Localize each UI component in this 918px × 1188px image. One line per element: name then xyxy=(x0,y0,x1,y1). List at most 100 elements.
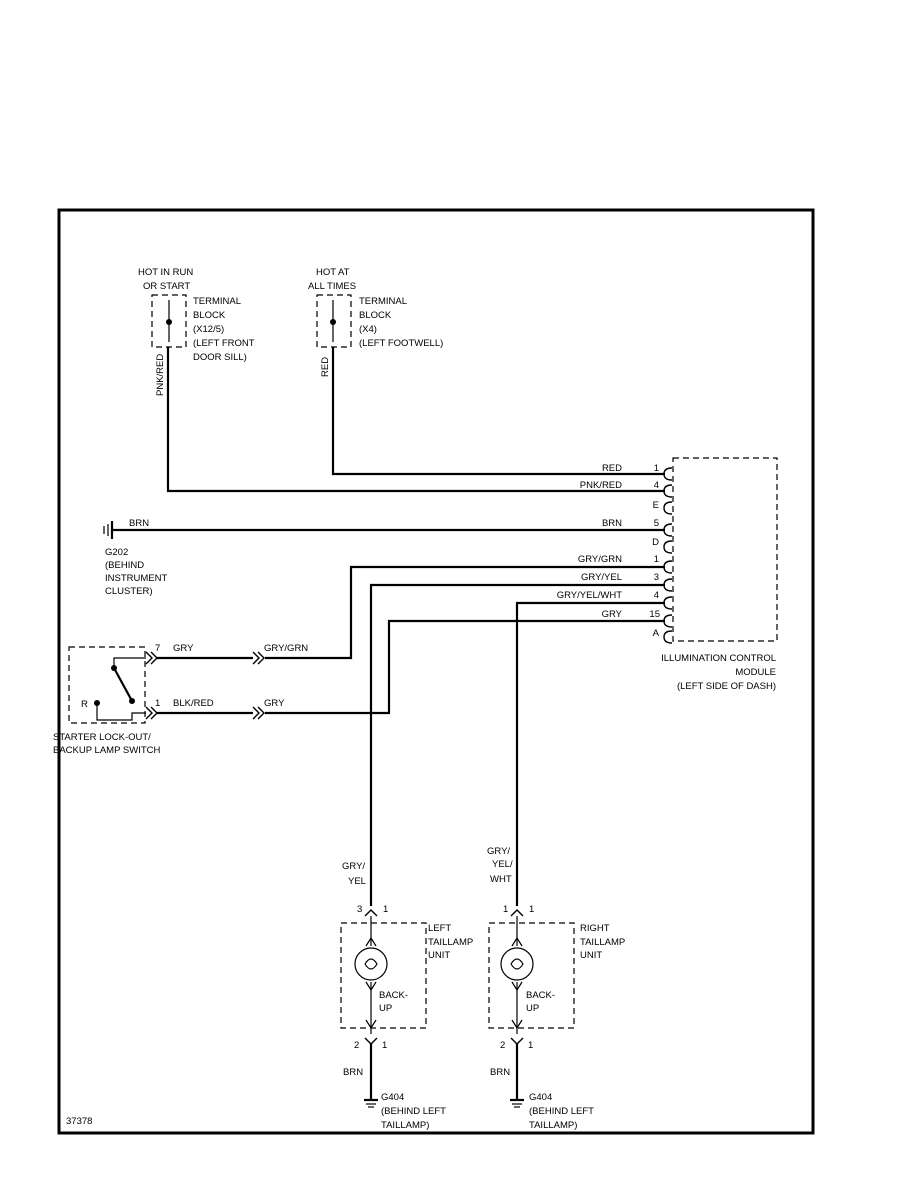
wire-gry-grn xyxy=(265,565,665,660)
left-lamp-wire-top-line1: GRY/ xyxy=(342,861,365,872)
module-pin-number-gry-yel-wht: 4 xyxy=(654,590,659,601)
module-pin-pnk-red xyxy=(663,484,673,498)
module-pin-gry-yel xyxy=(663,578,673,592)
right-lamp-arrow-exit xyxy=(511,1019,523,1030)
inline-connector-top-icon xyxy=(252,651,265,665)
module-wire-label-gry: GRY xyxy=(602,609,623,620)
module-pin-red xyxy=(663,467,673,481)
tb1-power-line2: OR START xyxy=(143,281,190,292)
right-taillamp-unit: GRY/ YEL/ WHT 1 1 RIGHT TAILLAMP UNIT BA… xyxy=(487,846,625,1131)
module-wire-label-brn: BRN xyxy=(602,518,622,529)
tb2-label-line2: BLOCK xyxy=(359,310,392,321)
left-taillamp-unit: GRY/ YEL 3 1 LEFT TAILLAMP UNIT BACK- UP… xyxy=(340,861,473,1131)
right-lamp-bulb-line1: BACK- xyxy=(526,990,555,1001)
switch-r-label: R xyxy=(81,699,88,710)
g202-label-line1: G202 xyxy=(105,547,128,558)
switch-pin-bottom: 1 xyxy=(155,698,160,709)
right-lamp-wire-bottom: BRN xyxy=(490,1067,510,1078)
module-pin-gry-yel-wht xyxy=(663,596,673,610)
module-label-line1: ILLUMINATION CONTROL xyxy=(661,653,776,664)
right-lamp-pin-top-a: 1 xyxy=(503,904,508,915)
switch-wire-top-b: GRY/GRN xyxy=(264,643,308,654)
right-lamp-ground-line1: G404 xyxy=(529,1092,552,1103)
switch-pin-top: 7 xyxy=(155,643,160,654)
tb2-label-line4: (LEFT FOOTWELL) xyxy=(359,338,443,349)
right-lamp-pin-bot-b: 1 xyxy=(528,1040,533,1051)
module-pin-e xyxy=(663,501,673,515)
left-lamp-pin-bot-a: 2 xyxy=(354,1040,359,1051)
ground-g202: BRN G202 (BEHIND INSTRUMENT CLUSTER) xyxy=(103,518,665,597)
module-wire-label-pnk-red: PNK/RED xyxy=(580,480,622,491)
right-lamp-pin-top-b: 1 xyxy=(529,904,534,915)
left-lamp-wire-bottom: BRN xyxy=(343,1067,363,1078)
tb1-label-line2: BLOCK xyxy=(193,310,226,321)
right-lamp-bulb-icon xyxy=(500,947,534,981)
tb1-wire-label: PNK/RED xyxy=(155,354,166,396)
tb1-label-line4: (LEFT FRONT xyxy=(193,338,255,349)
module-pin-gry-grn xyxy=(663,560,673,574)
tb1-label-line5: DOOR SILL) xyxy=(193,352,247,363)
module-wire-label-gry-yel: GRY/YEL xyxy=(581,572,622,583)
tb2-node xyxy=(330,319,336,325)
right-lamp-bottom-connector-icon xyxy=(510,1037,524,1045)
switch-blade xyxy=(113,667,133,702)
left-lamp-label-line2: TAILLAMP xyxy=(428,937,473,948)
left-lamp-bottom-connector-icon xyxy=(364,1037,378,1045)
module-pin-gry xyxy=(663,614,673,628)
right-lamp-bulb-line2: UP xyxy=(526,1003,539,1014)
left-lamp-box xyxy=(340,922,427,1029)
module-pin-number-red: 1 xyxy=(654,463,659,474)
switch-wire-bottom-b: GRY xyxy=(264,698,285,709)
right-lamp-pin-bot-a: 2 xyxy=(500,1040,505,1051)
tb2-label-line3: (X4) xyxy=(359,324,377,335)
left-lamp-ground-line2: (BEHIND LEFT xyxy=(381,1106,446,1117)
module-pin-brn xyxy=(663,523,673,537)
g202-label-line3: INSTRUMENT xyxy=(105,573,167,584)
tb2-power-line1: HOT AT xyxy=(316,267,350,278)
wire-pnk-red xyxy=(166,347,665,493)
tb2-label-line1: TERMINAL xyxy=(359,296,407,307)
illumination-control-module: ILLUMINATION CONTROL MODULE (LEFT SIDE O… xyxy=(557,457,778,692)
tb2-wire-label: RED xyxy=(320,357,331,377)
module-pin-letter-d: D xyxy=(652,537,659,548)
left-lamp-pin-bot-b: 1 xyxy=(382,1040,387,1051)
inline-connector-bottom-icon xyxy=(252,706,265,720)
left-lamp-filament xyxy=(364,958,378,970)
module-label-line2: MODULE xyxy=(735,667,776,678)
left-lamp-ground-line1: G404 xyxy=(381,1092,404,1103)
right-lamp-top-connector-icon xyxy=(510,909,524,917)
switch-wire-bottom-a: BLK/RED xyxy=(173,698,214,709)
right-lamp-ground-line3: TAILLAMP) xyxy=(529,1120,577,1131)
module-pin-number-brn: 5 xyxy=(654,518,659,529)
right-lamp-filament xyxy=(510,958,524,970)
left-lamp-bulb-line2: UP xyxy=(379,1003,392,1014)
terminal-block-x4: HOT AT ALL TIMES TERMINAL BLOCK (X4) (LE… xyxy=(308,267,443,377)
left-lamp-bulb-icon xyxy=(354,947,388,981)
left-lamp-wire-top-line2: YEL xyxy=(348,876,366,887)
module-pin-letter-e: E xyxy=(653,500,659,511)
g202-label-line4: CLUSTER) xyxy=(105,586,153,597)
module-pin-number-gry-grn: 1 xyxy=(654,554,659,565)
left-lamp-arrow-top xyxy=(365,936,377,947)
tb1-label-line1: TERMINAL xyxy=(193,296,241,307)
tb1-node xyxy=(166,319,172,325)
module-wire-label-gry-yel-wht: GRY/YEL/WHT xyxy=(557,590,622,601)
switch-box xyxy=(68,646,146,724)
left-lamp-ground-line3: TAILLAMP) xyxy=(381,1120,429,1131)
right-lamp-arrow-top xyxy=(511,936,523,947)
switch-label-line1: STARTER LOCK-OUT/ xyxy=(53,732,151,743)
left-lamp-label-line3: UNIT xyxy=(428,950,450,961)
module-pin-number-gry-yel: 3 xyxy=(654,572,659,583)
module-box xyxy=(672,457,778,642)
switch-label-line2: BACKUP LAMP SWITCH xyxy=(53,745,160,756)
figure-id: 37378 xyxy=(66,1116,92,1127)
g202-label-line2: (BEHIND xyxy=(105,560,144,571)
left-lamp-pin-top-a: 3 xyxy=(357,904,362,915)
left-lamp-bulb-line1: BACK- xyxy=(379,990,408,1001)
module-wire-label-gry-grn: GRY/GRN xyxy=(578,554,622,565)
right-lamp-wire-top-line2: YEL/ xyxy=(492,859,513,870)
module-pin-a xyxy=(663,630,673,644)
left-lamp-top-connector-icon xyxy=(364,909,378,917)
right-lamp-box xyxy=(488,922,575,1029)
